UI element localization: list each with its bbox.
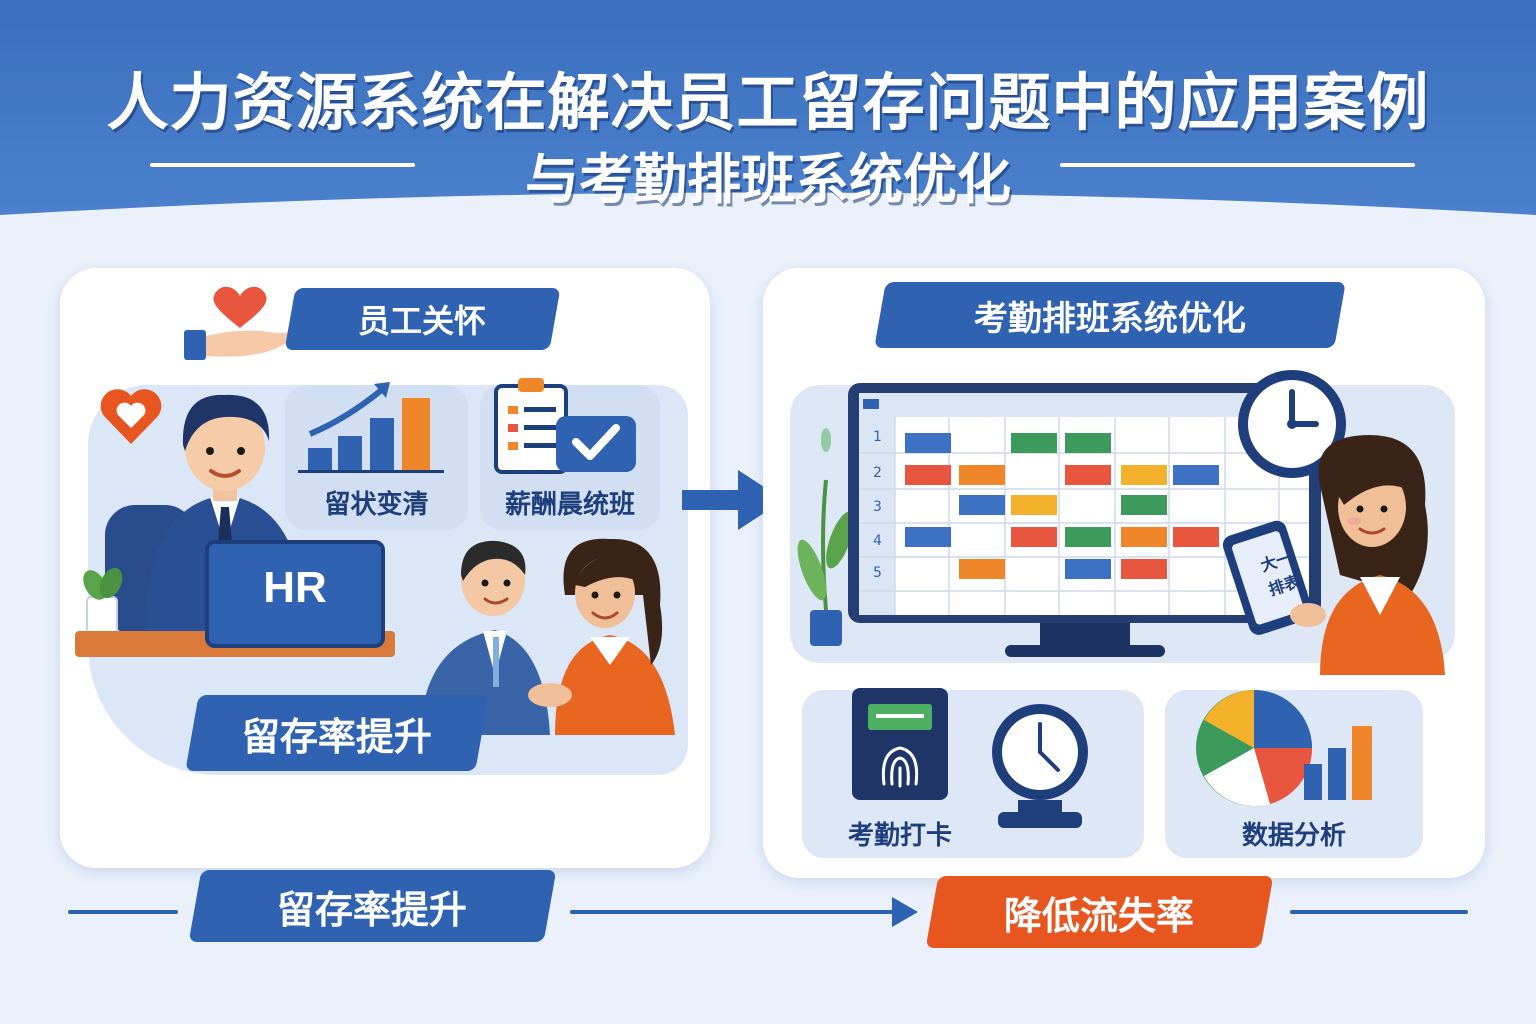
title-divider-left — [150, 163, 415, 167]
fingerprint-icon — [852, 688, 948, 800]
row-number: 5 — [873, 565, 882, 581]
title-divider-right — [1060, 163, 1415, 167]
data-analysis-label: 数据分析 — [1241, 821, 1346, 851]
scheduler-woman-illustration — [1222, 435, 1445, 675]
clipboard-check-icon — [494, 378, 636, 474]
pie-chart-icon — [1196, 690, 1372, 807]
footer-line-left — [68, 910, 178, 914]
attendance-card-label: 考勤打卡 — [847, 821, 952, 851]
footer-churn-tag: 降低流失率 — [925, 876, 1274, 948]
page-subtitle: 与考勤排班系统优化 — [525, 148, 1011, 211]
heart-icon — [100, 389, 162, 444]
employee-care-tag: 员工关怀 — [284, 288, 561, 350]
hr-laptop — [205, 540, 385, 648]
retention-inner-tag: 留存率提升 — [185, 695, 489, 771]
row-number: 3 — [873, 499, 882, 515]
stopwatch-icon — [992, 704, 1088, 828]
clock-icon — [1238, 370, 1346, 478]
footer-retention-tag: 留存率提升 — [188, 870, 557, 942]
header-banner — [0, 0, 1536, 215]
row-number: 2 — [873, 465, 882, 481]
laptop-label: HR — [263, 563, 327, 612]
heart-hand-icon — [184, 286, 292, 360]
monitor-base — [1005, 645, 1165, 657]
page-title: 人力资源系统在解决员工留存问题中的应用案例 — [106, 66, 1430, 139]
scheduling-tag: 考勤排班系统优化 — [874, 282, 1346, 348]
plant-decoration — [797, 428, 854, 646]
footer-arrow-line — [570, 910, 900, 914]
arrow-right-icon — [682, 470, 784, 530]
growth-chart-icon — [298, 382, 444, 473]
growth-card-label: 留状变清 — [324, 490, 429, 520]
schedule-grid: 1 2 3 4 5 — [859, 393, 1309, 615]
clipboard-card-label: 薪酬晨统班 — [504, 490, 635, 520]
footer-arrow-icon — [892, 897, 918, 927]
row-number: 4 — [873, 533, 882, 549]
employee-meeting-illustration — [420, 538, 675, 735]
monitor-stand — [1040, 623, 1130, 648]
footer-line-right — [1290, 910, 1468, 914]
row-number: 1 — [873, 429, 882, 445]
